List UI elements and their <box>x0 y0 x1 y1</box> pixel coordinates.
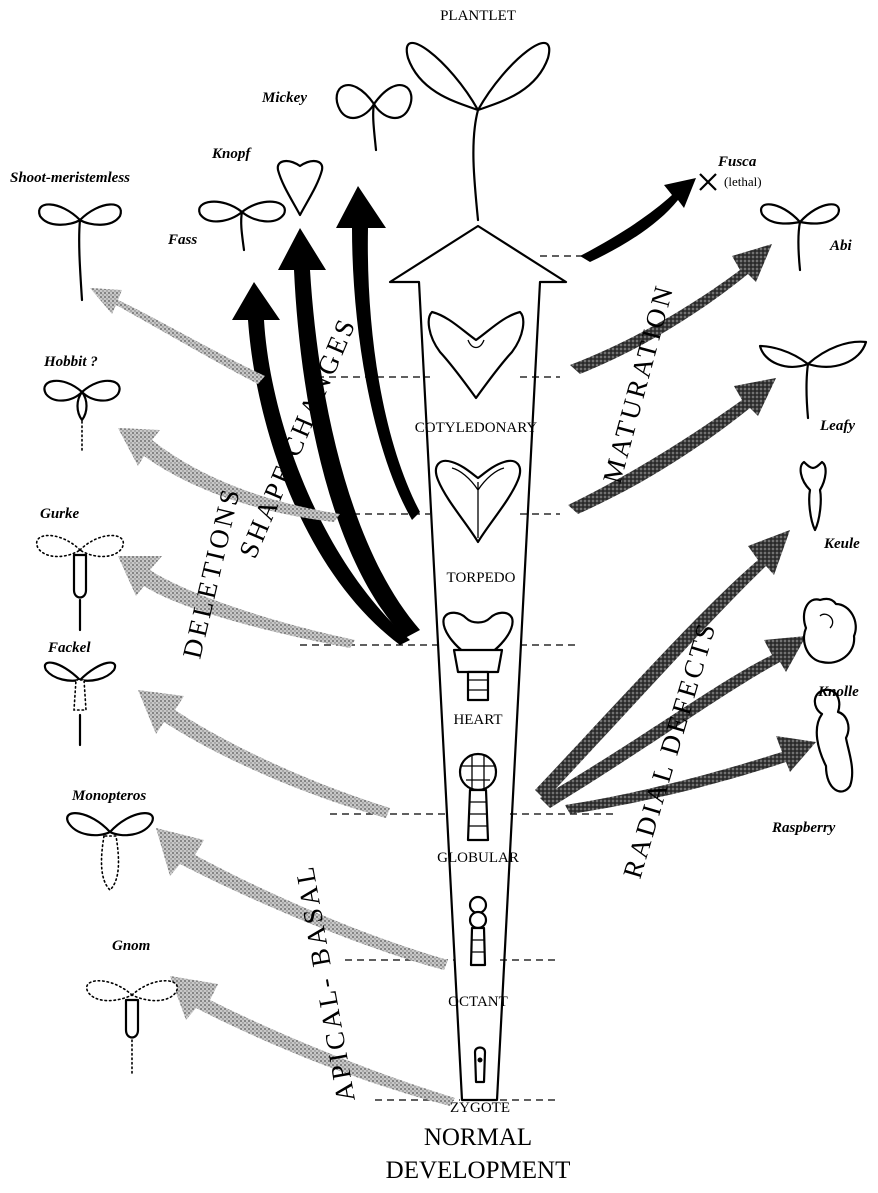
gurke-seedling-icon <box>37 536 124 631</box>
shape-changes-arrows <box>232 186 420 645</box>
shoot-meristemless-seedling-icon <box>39 204 121 300</box>
deletions-label: DELETIONS <box>177 484 246 662</box>
leafy-label: Leafy <box>819 418 855 434</box>
hobbit-label: Hobbit ? <box>43 354 98 370</box>
leafy-seedling-icon <box>760 342 866 418</box>
heart-label: HEART <box>453 712 502 728</box>
knolle-label: Knolle <box>817 684 859 700</box>
fusca-label: Fusca <box>717 154 757 170</box>
torpedo-label: TORPEDO <box>447 570 516 586</box>
mickey-seedling-icon <box>337 85 412 150</box>
globular-label: GLOBULAR <box>437 850 519 866</box>
abi-label: Abi <box>829 238 853 254</box>
octant-embryo-drawing <box>470 897 486 965</box>
fusca-note-label: (lethal) <box>724 174 762 189</box>
zygote-drawing <box>475 1048 485 1083</box>
monopteros-seedling-icon <box>67 813 153 890</box>
fusca-lethal-icon <box>700 174 716 190</box>
maturation-arrows <box>568 178 776 514</box>
gurke-label: Gurke <box>40 506 80 522</box>
fass-seedling-icon <box>199 202 285 250</box>
hobbit-seedling-icon <box>44 381 119 450</box>
mickey-label: Mickey <box>261 90 307 106</box>
shoot-meristemless-label: Shoot-meristemless <box>10 170 130 186</box>
development-label: DEVELOPMENT <box>386 1157 571 1184</box>
abi-seedling-icon <box>761 204 839 270</box>
keule-seedling-icon <box>801 462 826 530</box>
fass-label: Fass <box>167 232 197 248</box>
plantlet-drawing <box>407 43 550 220</box>
knopf-label: Knopf <box>211 146 252 162</box>
keule-label: Keule <box>823 536 860 552</box>
gnom-seedling-icon <box>87 981 178 1075</box>
raspberry-label: Raspberry <box>771 820 836 836</box>
apical-basal-label: APICAL- BASAL <box>289 862 361 1104</box>
octant-label: OCTANT <box>448 994 508 1010</box>
knolle-embryo-icon <box>804 599 856 663</box>
fackel-label: Fackel <box>47 640 91 656</box>
raspberry-embryo-icon <box>815 690 852 792</box>
gnom-label: Gnom <box>112 938 150 954</box>
zygote-label: ZYGOTE <box>450 1100 510 1116</box>
cotyledonary-label: COTYLEDONARY <box>415 420 538 436</box>
plantlet-label: PLANTLET <box>440 8 516 24</box>
monopteros-label: Monopteros <box>71 788 146 804</box>
normal-label: NORMAL <box>424 1124 532 1151</box>
fackel-seedling-icon <box>45 663 115 745</box>
